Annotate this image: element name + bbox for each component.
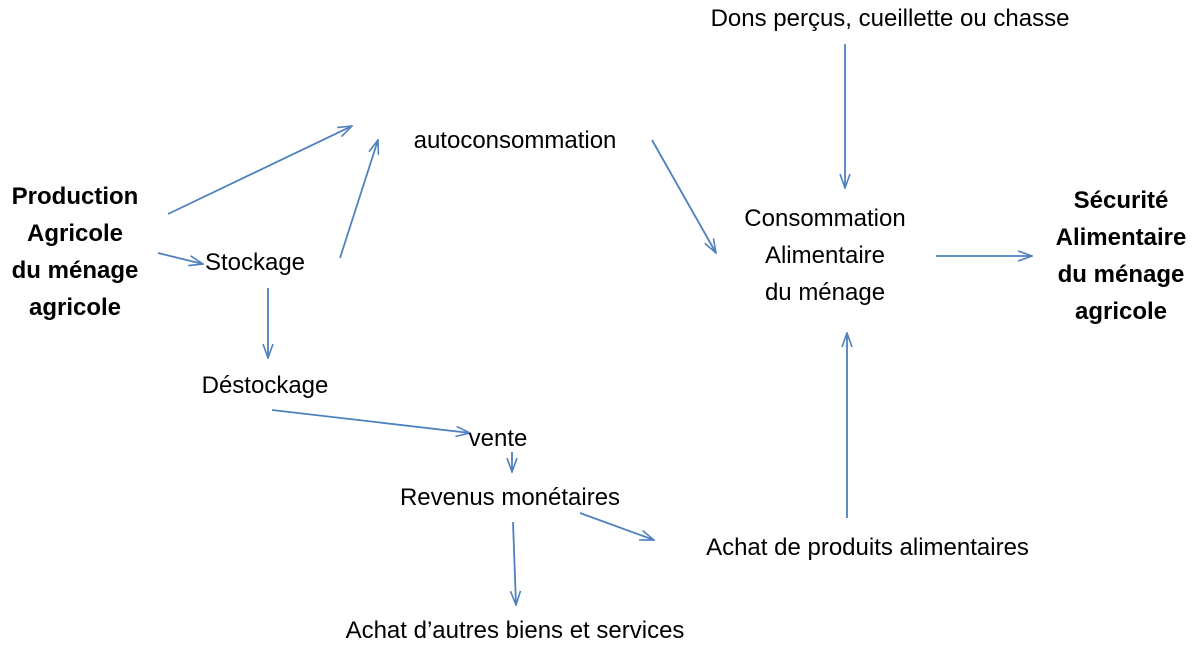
node-revenus: Revenus monétaires [365,479,655,516]
node-consommation-line-2: Alimentaire [764,242,886,269]
node-consommation-line-3: du ménage [764,279,886,306]
arrow-stockage-to-autoconsommation [339,140,378,259]
arrow-revenus-to-achat_alimentaires [579,512,654,541]
node-dons: Dons perçus, cueillette ou chasse [655,0,1125,37]
node-production: Production Agricole du ménage agricole [0,178,150,326]
node-autoconsommation: autoconsommation [370,122,660,159]
arrow-revenus-to-achat_autres [513,521,516,605]
node-destockage: Déstockage [185,367,345,404]
node-vente-line: vente [468,425,528,452]
node-securite: Sécurité Alimentaire du ménage agricole [1042,182,1200,330]
node-destockage-line: Déstockage [201,372,329,399]
node-achat-autres-line: Achat d’autres biens et services [345,617,685,644]
node-consommation-line-1: Consommation [744,205,906,232]
node-production-line-1: Production [11,183,139,210]
node-stockage-line: Stockage [204,249,306,276]
node-production-line-2: Agricole [26,220,124,247]
node-securite-line-3: du ménage [1057,261,1185,288]
arrow-autoconsommation-to-consommation [651,139,716,253]
node-consommation: Consommation Alimentaire du ménage [700,200,950,311]
node-securite-line-1: Sécurité [1073,187,1169,214]
node-revenus-line: Revenus monétaires [399,484,621,511]
node-production-line-4: agricole [28,294,122,321]
node-autoconsommation-line: autoconsommation [413,127,617,154]
node-vente: vente [458,420,538,457]
node-production-line-3: du ménage [11,257,139,284]
arrow-destockage-to-vente [271,409,470,433]
node-dons-line: Dons perçus, cueillette ou chasse [710,5,1070,32]
node-achat-alimentaires-line: Achat de produits alimentaires [706,534,1029,561]
arrow-production-to-autoconsommation [167,126,352,215]
node-stockage: Stockage [200,244,310,281]
node-securite-line-4: agricole [1074,298,1168,325]
node-securite-line-2: Alimentaire [1055,224,1187,251]
arrow-production-to-stockage [157,252,203,264]
node-achat-autres: Achat d’autres biens et services [300,612,730,649]
node-achat-alimentaires: Achat de produits alimentaires [665,529,1070,566]
